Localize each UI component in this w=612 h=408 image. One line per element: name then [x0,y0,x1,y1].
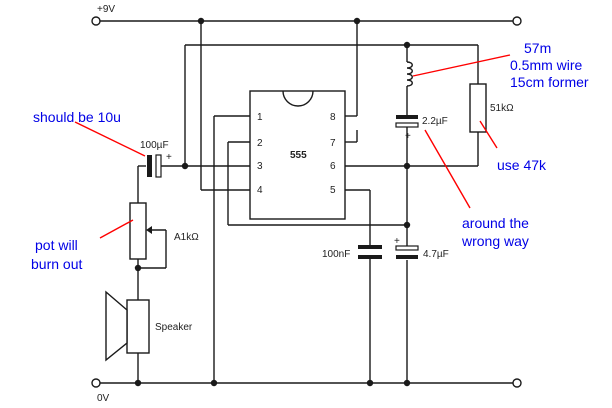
filter-cap-label: 4.7µF [423,249,449,260]
pin-1-label: 1 [257,112,263,123]
speaker-label: Speaker [155,322,193,333]
top-rail [91,16,522,26]
cap-value-note: should be 10u [33,109,121,125]
pin-7-label: 7 [330,138,336,149]
resistor-note: use 47k [497,157,547,173]
polarity-note-line1: around the [462,215,529,231]
pin-8-label: 8 [330,112,336,123]
annotation-arrows [74,54,511,239]
pot-note-line1: pot will [35,237,78,253]
pin-5-label: 5 [330,185,336,196]
svg-text:+: + [166,152,172,163]
potentiometer [129,202,152,260]
pin-6-label: 6 [330,161,336,172]
wires [137,21,479,383]
svg-text:+: + [394,236,400,247]
pin-2-label: 2 [257,138,263,149]
ic-555 [249,90,346,220]
timing-resistor [469,83,487,133]
svg-text:+: + [405,131,411,142]
coupling-cap-label: 100µF [140,140,169,151]
control-capacitor [358,245,382,259]
ic-name: 555 [290,150,307,161]
control-cap-label: 100nF [322,249,350,260]
filter-capacitor: + [394,236,419,259]
coil-inductor [406,61,413,87]
polarity-note-line2: wrong way [461,233,529,249]
speaker-icon [105,290,150,362]
timing-resistor-label: 51kΩ [490,103,514,114]
timing-capacitor: + [395,115,419,142]
pin-4-label: 4 [257,185,263,196]
bottom-rail [91,378,522,388]
pot-label: A1kΩ [174,232,199,243]
top-rail-label: +9V [97,4,115,15]
pot-note-line2: burn out [31,256,82,272]
junctions [134,17,411,387]
pin-3-label: 3 [257,161,263,172]
coil-note-line1: 57m [524,40,551,56]
bottom-rail-label: 0V [97,393,110,404]
coil-note-line2: 0.5mm wire [510,57,583,73]
coupling-capacitor: + [147,152,184,178]
timing-cap-label: 2.2µF [422,116,448,127]
coil-note-line3: 15cm former [510,74,589,90]
